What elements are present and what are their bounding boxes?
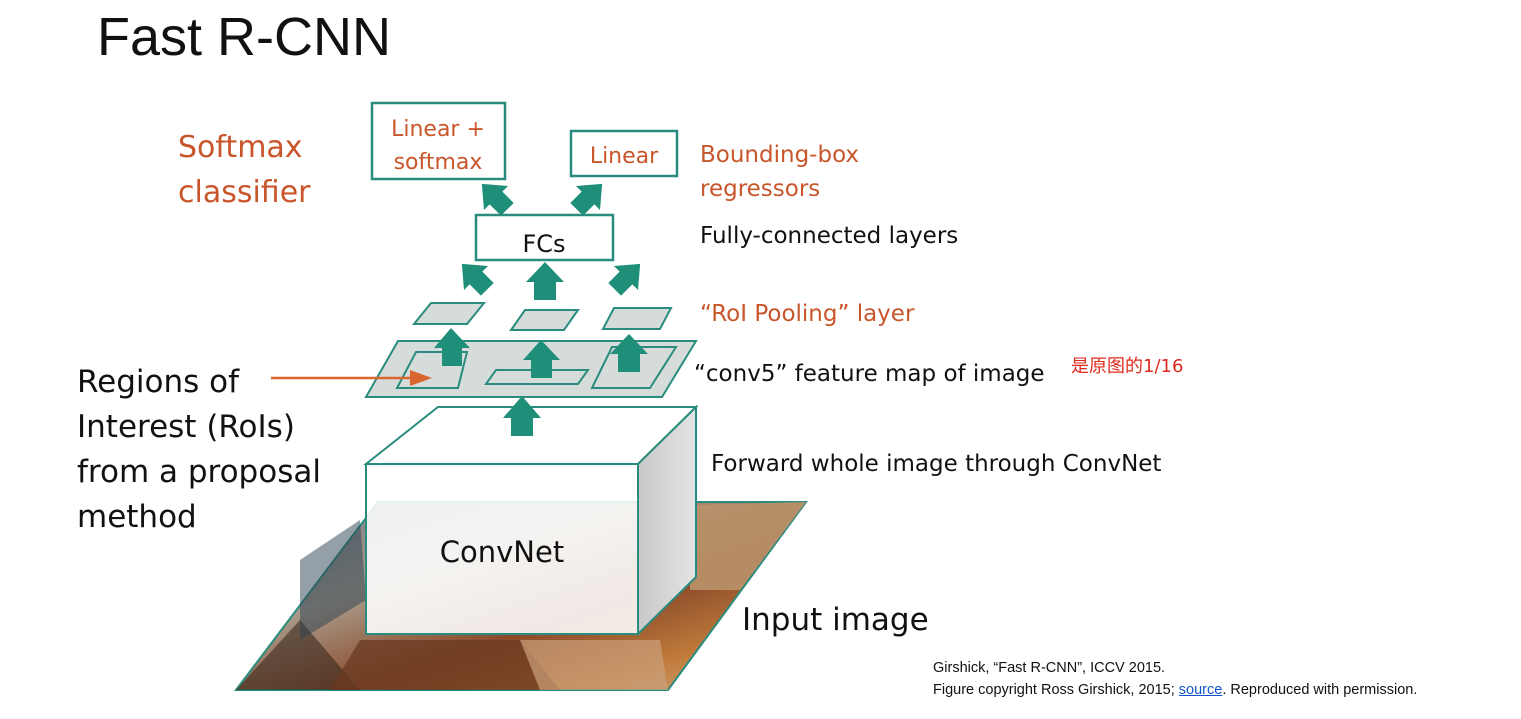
arrow-head-icon bbox=[410, 370, 432, 386]
bbox-regressors-label: Bounding-box regressors bbox=[700, 138, 859, 206]
fcs-text: FCs bbox=[522, 230, 565, 258]
scale-note: 是原图的1/16 bbox=[1071, 356, 1184, 377]
linear-text: Linear bbox=[590, 144, 659, 169]
citation-suffix: . Reproduced with permission. bbox=[1222, 682, 1418, 698]
conv5-label: “conv5” feature map of image bbox=[694, 361, 1045, 387]
bbox-line-1: Bounding-box bbox=[700, 142, 860, 168]
up-arrow-icon bbox=[523, 340, 560, 378]
citation: Girshick, “Fast R-CNN”, ICCV 2015. Figur… bbox=[933, 657, 1417, 701]
softmax-line-2: classifier bbox=[178, 175, 311, 210]
up-arrow-icon bbox=[570, 183, 603, 216]
citation-line-1: Girshick, “Fast R-CNN”, ICCV 2015. bbox=[933, 660, 1166, 676]
convnet-block bbox=[363, 404, 699, 637]
linear-box bbox=[569, 129, 679, 178]
rois-line-4: method bbox=[77, 499, 197, 535]
up-arrow-icon bbox=[481, 183, 514, 216]
rois-line-3: from a proposal bbox=[77, 454, 321, 490]
rois-line-2: Interest (RoIs) bbox=[77, 409, 295, 445]
linear-softmax-text-2: softmax bbox=[394, 150, 483, 175]
rois-label: Regions of Interest (RoIs) from a propos… bbox=[77, 360, 321, 540]
fc-layers-label: Fully-connected layers bbox=[700, 223, 959, 249]
page-title: Fast R-CNN bbox=[97, 7, 391, 67]
up-arrow-icon bbox=[461, 263, 494, 296]
bbox-line-2: regressors bbox=[700, 176, 821, 202]
roi-pooling-label: “RoI Pooling” layer bbox=[700, 301, 915, 327]
softmax-classifier-label: Softmax classifier bbox=[178, 125, 311, 215]
data-flow-arrows bbox=[434, 183, 648, 436]
softmax-line-1: Softmax bbox=[178, 130, 303, 165]
citation-line-2: Figure copyright Ross Girshick, 2015; so… bbox=[933, 679, 1417, 701]
up-arrow-icon bbox=[526, 262, 564, 300]
forward-label: Forward whole image through ConvNet bbox=[711, 451, 1162, 477]
input-image-label: Input image bbox=[742, 602, 929, 638]
convnet-text: ConvNet bbox=[440, 535, 564, 569]
linear-softmax-box bbox=[370, 101, 507, 181]
rois-line-1: Regions of bbox=[77, 364, 240, 400]
roi-pooled-features bbox=[411, 302, 673, 331]
linear-softmax-text-1: Linear + bbox=[391, 117, 485, 142]
up-arrow-icon bbox=[610, 334, 648, 372]
up-arrow-icon bbox=[434, 328, 470, 366]
up-arrow-icon bbox=[503, 396, 541, 436]
source-link[interactable]: source bbox=[1178, 682, 1223, 698]
roi-pointer-arrow bbox=[271, 370, 432, 386]
fcs-box bbox=[474, 213, 615, 262]
citation-prefix: Figure copyright Ross Girshick, 2015; bbox=[933, 682, 1179, 698]
up-arrow-icon bbox=[608, 263, 641, 296]
